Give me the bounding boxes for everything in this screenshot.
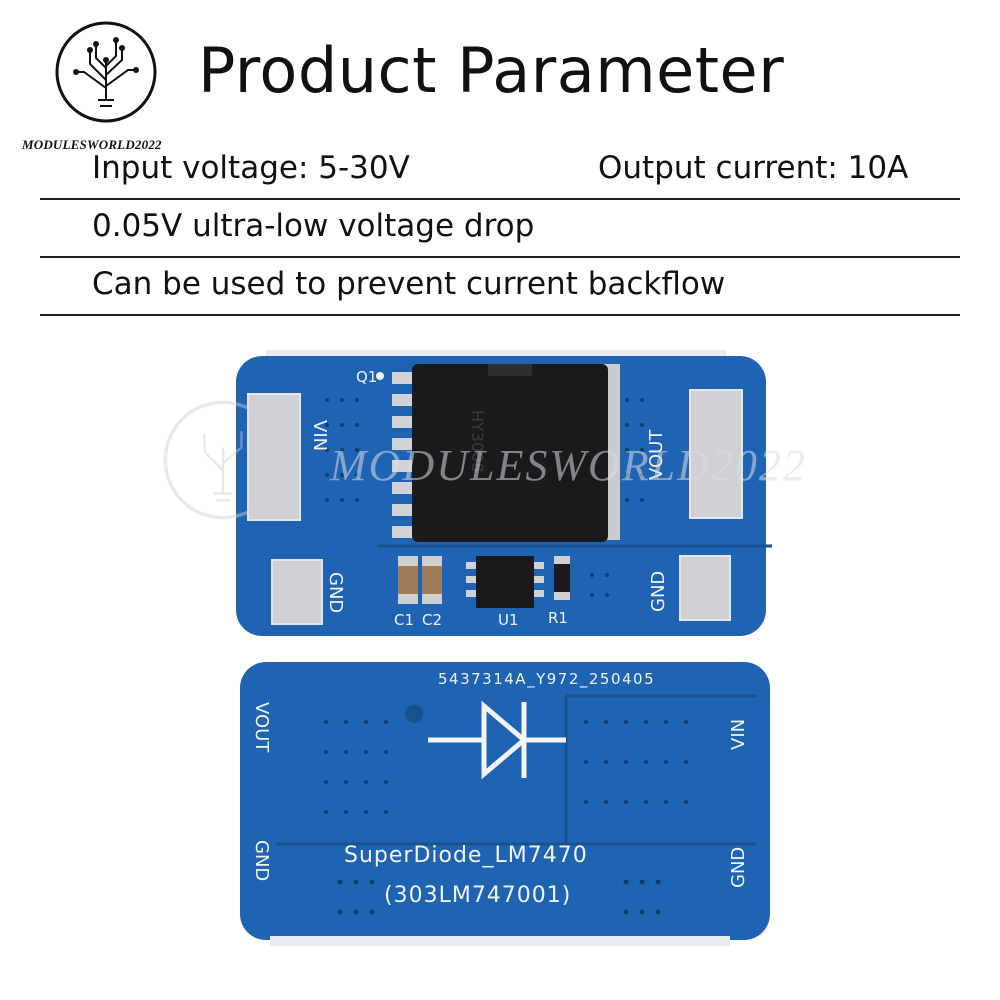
watermark-logo: [163, 400, 283, 520]
mosfet-q1: HY3008: [392, 364, 620, 542]
ic-u1: [466, 556, 544, 608]
pcb-edge: [270, 936, 730, 946]
label-vout: VOUT: [251, 702, 272, 753]
resistor-r1: [554, 556, 570, 600]
label-u1: U1: [498, 611, 519, 629]
divider: [40, 314, 960, 316]
label-vout: VOUT: [646, 429, 667, 480]
usage-note: Can be used to prevent current backflow: [92, 266, 726, 302]
input-voltage: Input voltage: 5-30V: [92, 150, 410, 186]
via-pattern: [324, 720, 688, 915]
label-c2: C2: [422, 611, 442, 629]
via-pattern: [325, 398, 644, 597]
label-q1: Q1: [356, 368, 377, 386]
mosfet-marking: HY3008: [468, 410, 487, 473]
label-r1: R1: [548, 609, 568, 627]
pcb-body: [240, 662, 770, 940]
diode-symbol: [428, 700, 566, 780]
label-gnd-right: GND: [728, 847, 749, 888]
divider: [40, 256, 960, 258]
product-code: (303LM747001): [384, 883, 571, 908]
label-gnd-left: GND: [251, 840, 272, 881]
vout-pad: [689, 389, 743, 519]
vin-pad: [247, 393, 301, 521]
label-vin: VIN: [728, 719, 749, 750]
watermark-text: MODULESWORLD2022: [330, 441, 807, 490]
product-name: SuperDiode_LM7470: [344, 843, 588, 868]
label-c1: C1: [394, 611, 414, 629]
label-gnd-right: GND: [648, 571, 669, 612]
label-gnd-left: GND: [325, 572, 346, 613]
pcb-back: 5437314A_Y972_250405 VOUT VIN GND GND Su…: [240, 662, 770, 946]
label-vin: VIN: [309, 420, 330, 451]
gnd-pad-right: [679, 555, 731, 621]
page-title: Product Parameter: [198, 34, 785, 107]
batch-code: 5437314A_Y972_250405: [438, 670, 655, 689]
pcb-front: HY3008 Q1 VIN VOUT GND GND C1 C2 U1 R1: [236, 350, 772, 636]
voltage-drop: 0.05V ultra-low voltage drop: [92, 208, 535, 244]
brand-logo: [55, 21, 157, 123]
brand-name: MODULESWORLD2022: [22, 137, 162, 152]
gnd-pad-left: [271, 559, 323, 625]
pcb-edge: [266, 350, 726, 360]
capacitor-c1: [398, 556, 418, 604]
divider: [40, 198, 960, 200]
output-current: Output current: 10A: [598, 150, 909, 186]
capacitor-c2: [422, 556, 442, 604]
